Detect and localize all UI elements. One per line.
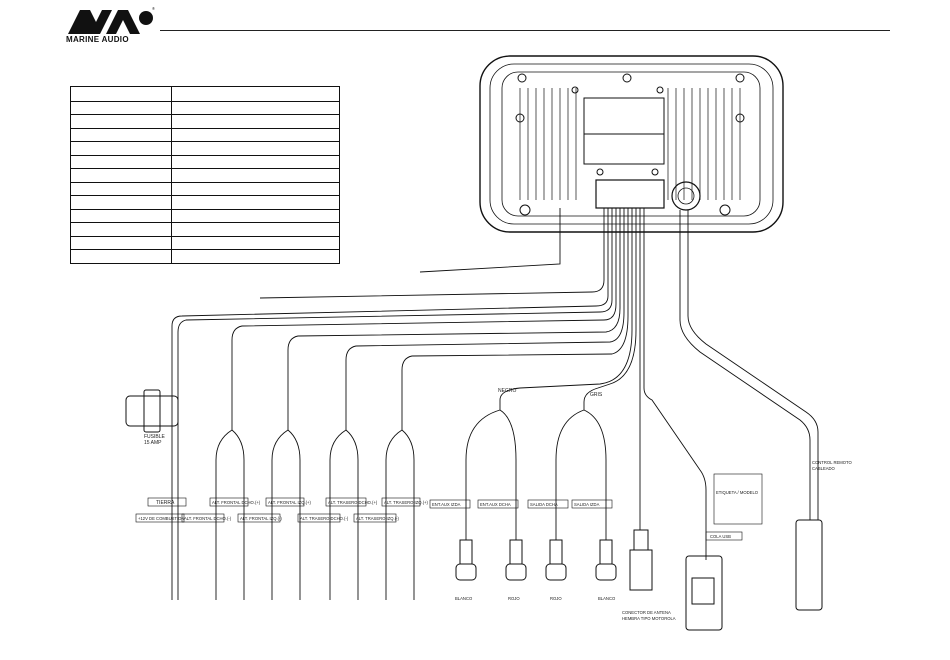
table-row: [71, 155, 339, 156]
fuse-label: FUSIBLE: [144, 434, 166, 440]
blanco-label-2: BLANCO: [598, 596, 616, 601]
usb-model-label: ETIQUETA / MODELO: [716, 490, 759, 495]
out-right-label: SALIDA DCHA: [530, 502, 558, 507]
usb-connector: [685, 555, 723, 631]
svg-text:®: ®: [152, 6, 155, 11]
aux-right-label: ENT.AUX DCHA: [480, 502, 511, 507]
table-row: [71, 222, 339, 223]
rear-right-neg-label: ALT. TRASERO DCHO.(-): [300, 516, 349, 521]
out-left-label: SALIDA IZDA: [574, 502, 600, 507]
blanco-label-1: BLANCO: [455, 596, 473, 601]
acc-label: +12V DE COMBUSTION: [138, 516, 184, 521]
fuse-holder: [125, 389, 179, 433]
brand-name: MARINE AUDIO: [66, 35, 129, 44]
table-row: [71, 141, 339, 142]
remote-cable: [679, 210, 823, 611]
fuse-amp-label: 15 AMP: [144, 440, 162, 446]
antenna-label: CONECTOR DE ANTENA: [622, 610, 671, 615]
speaker-forks: [215, 409, 607, 600]
wire-legend-table: [70, 86, 340, 264]
remote-label: CONTROL REMOTO: [812, 460, 853, 465]
wire-bundle: [171, 208, 707, 600]
usb-cable-label: COLA USB: [710, 534, 731, 539]
table-row: [71, 114, 339, 115]
label-boxes: [135, 473, 763, 541]
marine-audio-logo: ®: [68, 6, 155, 34]
front-right-neg-label: ALT. FRONTAL DCHO.(-): [184, 516, 232, 521]
table-row: [71, 209, 339, 210]
rojo-label-2: ROJO: [550, 596, 562, 601]
rca-connectors: [455, 529, 653, 591]
antenna-type-label: HEMBRA TIPO MOTOROLA: [622, 616, 676, 621]
aux-left-label: ENT.AUX IZDA: [432, 502, 461, 507]
head-unit: [479, 55, 784, 233]
table-row: [71, 101, 339, 102]
rojo-label-1: ROJO: [508, 596, 520, 601]
table-row: [71, 168, 339, 169]
table-row: [71, 236, 339, 237]
rear-left-neg-label: ALT. TRASERO IZQ.(-): [356, 516, 399, 521]
table-row: [71, 128, 339, 129]
header-rule: [160, 30, 890, 31]
front-left-pos-label: ALT. FRONTAL IZQ.(+): [268, 500, 311, 505]
rear-left-pos-label: ALT. TRASERO IZQ.(+): [384, 500, 429, 505]
ground-label: TIERRA: [156, 500, 175, 506]
table-row: [71, 195, 339, 196]
front-right-pos-label: ALT. FRONTAL DCHO.(+): [212, 500, 261, 505]
table-row: [71, 249, 339, 250]
gris-label: GRIS: [590, 392, 603, 398]
remote-label-2: CABLEADO: [812, 466, 836, 471]
table-column-divider: [171, 87, 172, 263]
negro-label: NEGRO: [498, 388, 516, 394]
rear-right-pos-label: ALT. TRASERO DCHO.(+): [328, 500, 378, 505]
front-left-neg-label: ALT. FRONTAL IZQ.(-): [240, 516, 282, 521]
table-row: [71, 182, 339, 183]
